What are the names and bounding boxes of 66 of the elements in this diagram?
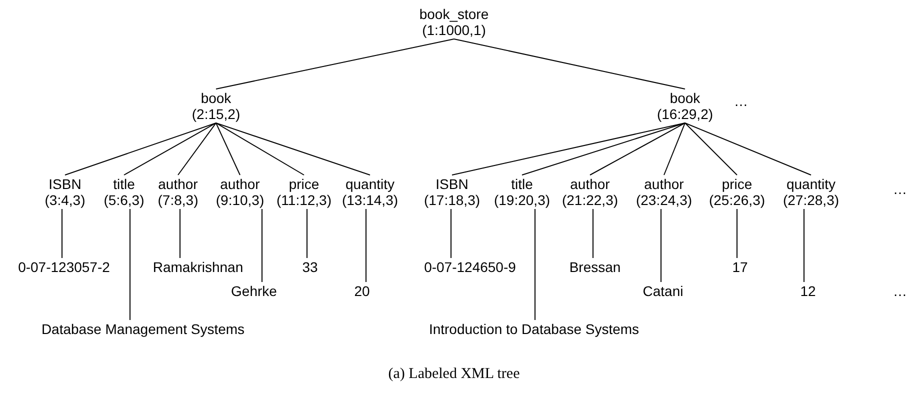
caption: (a) Labeled XML tree (388, 365, 520, 383)
node-label: 33 (302, 259, 318, 275)
node-label: ISBN (48, 176, 82, 192)
tree-edge (178, 122, 216, 176)
node-interval: (5:6,3) (104, 192, 144, 208)
node-interval: (17:18,3) (424, 192, 480, 208)
node-label: book_store (419, 6, 489, 22)
node-label: Database Management Systems (41, 321, 245, 337)
node-label: ISBN (436, 176, 468, 192)
tree-edge (664, 122, 686, 176)
node-interval: (23:24,3) (636, 192, 692, 208)
node-label: author (570, 176, 610, 192)
tree-edge (216, 122, 370, 176)
node-label: 20 (354, 283, 370, 299)
tree-edge (660, 208, 662, 282)
node-interval: (3:4,3) (44, 192, 86, 208)
ellipsis-mark: … (734, 93, 748, 109)
tree-edge (452, 122, 686, 176)
tree-edge (684, 122, 738, 176)
node-label: author (158, 176, 198, 192)
ellipsis-mark: … (893, 181, 907, 197)
node-label: book (200, 90, 232, 106)
node-label: Ramakrishnan (152, 259, 244, 275)
tree-edge (64, 122, 216, 176)
ellipsis-mark: … (893, 283, 907, 299)
tree-edge (306, 208, 308, 258)
node-interval: (7:8,3) (158, 192, 198, 208)
node-label: author (644, 176, 684, 192)
node-label: Gehrke (231, 283, 277, 299)
node-interval: (25:26,3) (708, 192, 766, 208)
tree-edge (216, 122, 240, 176)
tree-edge (590, 122, 686, 176)
tree-edge (454, 38, 686, 90)
node-label: price (722, 176, 752, 192)
node-label: 0-07-123057-2 (18, 259, 110, 275)
node-label: price (288, 176, 320, 192)
node-label: book (670, 90, 700, 106)
node-label: title (113, 176, 135, 192)
node-label: title (511, 176, 533, 192)
node-label: Bressan (569, 259, 621, 275)
node-label: author (220, 176, 260, 192)
node-label: 12 (800, 283, 816, 299)
node-interval: (19:20,3) (494, 192, 550, 208)
node-label: 0-07-124650-9 (424, 259, 516, 275)
node-interval: (16:29,2) (656, 106, 714, 122)
tree-edge (684, 122, 812, 176)
tree-edge (124, 122, 216, 176)
node-label: 17 (732, 259, 748, 275)
node-interval: (27:28,3) (782, 192, 840, 208)
node-interval: (13:14,3) (342, 192, 398, 208)
node-label: Catani (642, 283, 684, 299)
node-label: quantity (345, 176, 395, 192)
tree-edge (216, 122, 304, 176)
node-interval: (21:22,3) (562, 192, 618, 208)
node-interval: (2:15,2) (192, 106, 240, 122)
node-label: Introduction to Database Systems (428, 321, 640, 337)
tree-edge (592, 208, 594, 258)
node-interval: (9:10,3) (216, 192, 264, 208)
tree-edge (450, 208, 452, 258)
tree-edge (216, 38, 454, 90)
node-label: quantity (786, 176, 836, 192)
tree-edge (534, 208, 536, 320)
node-interval: (1:1000,1) (422, 22, 486, 38)
node-interval: (11:12,3) (276, 192, 332, 208)
tree-edge (522, 122, 686, 176)
tree-edge (736, 208, 738, 258)
